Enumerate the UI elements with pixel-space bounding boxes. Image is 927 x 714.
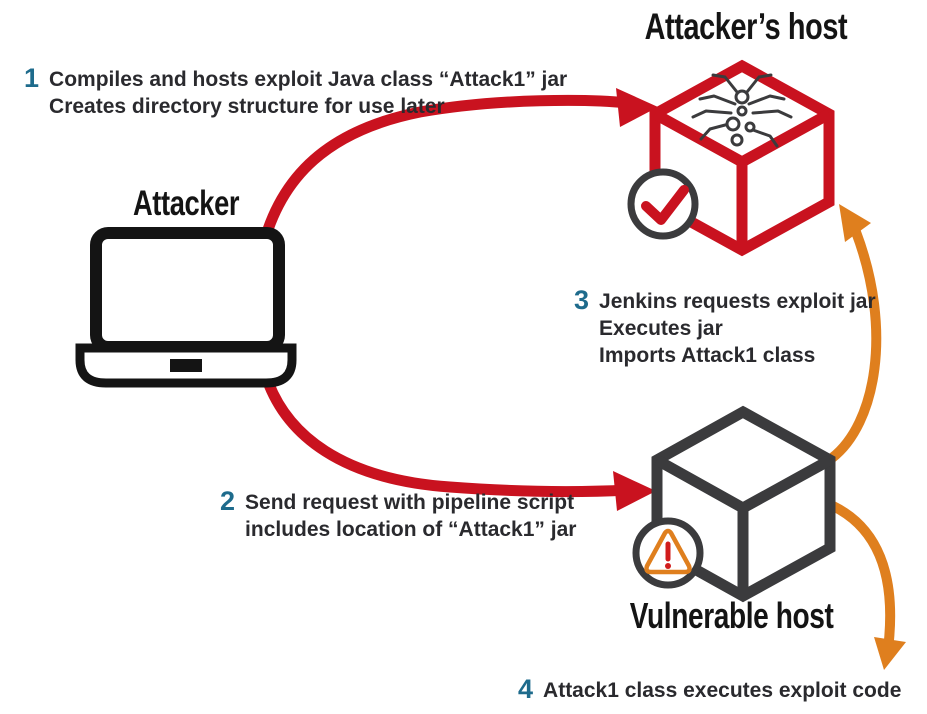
attacker-label: Attacker	[80, 184, 292, 224]
step-1-line-1: Compiles and hosts exploit Java class “A…	[49, 68, 568, 91]
step-3-line-3: Imports Attack1 class	[599, 344, 816, 367]
step-3-annotation: 3 Jenkins requests exploit jar Executes …	[574, 285, 876, 369]
attackers-host-label-text: Attacker’s host	[644, 6, 848, 47]
attacker-label-text: Attacker	[132, 184, 240, 223]
step-2-line-1: Send request with pipeline script	[245, 491, 575, 514]
vulnerable-host-label-text: Vulnerable host	[630, 595, 834, 636]
step-2-annotation: 2 Send request with pipeline script incl…	[220, 486, 577, 543]
step-4-line-1: Attack1 class executes exploit code	[543, 679, 902, 702]
step-1-annotation: 1 Compiles and hosts exploit Java class …	[24, 63, 568, 120]
step-2-line-2: includes location of “Attack1” jar	[245, 518, 577, 541]
warning-badge-icon	[632, 517, 704, 589]
arrow-step4-orange	[828, 501, 906, 670]
vulnerable-host-label: Vulnerable host	[582, 595, 882, 637]
arrow-step2-red	[256, 356, 656, 511]
step-4-number: 4	[518, 674, 534, 704]
checkmark-badge-icon	[627, 168, 699, 240]
step-1-line-2: Creates directory structure for use late…	[49, 95, 445, 118]
step-1-number: 1	[24, 63, 40, 93]
arrow-step3-orange	[827, 204, 882, 463]
step-3-line-2: Executes jar	[599, 317, 723, 340]
spider-malware-icon	[691, 73, 793, 148]
step-3-line-1: Jenkins requests exploit jar	[599, 290, 876, 313]
attackers-host-label: Attacker’s host	[596, 6, 896, 48]
arrow-step1-red	[256, 88, 658, 256]
step-4-annotation: 4 Attack1 class executes exploit code	[518, 674, 902, 704]
laptop-icon	[75, 227, 297, 388]
step-3-number: 3	[574, 285, 590, 315]
step-2-number: 2	[220, 486, 236, 516]
